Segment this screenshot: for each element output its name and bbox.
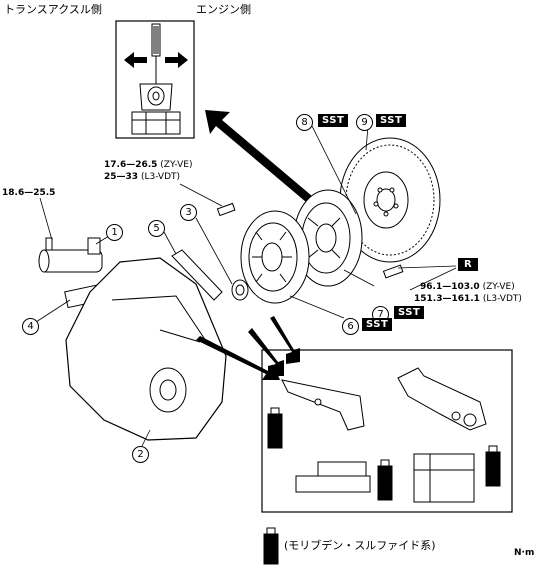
torque-top-value1: 17.6—26.5 [104, 160, 158, 170]
callout-3: 3 [180, 204, 197, 221]
housing-details [111, 295, 209, 413]
inset-right-label: エンジン側 [196, 3, 251, 16]
leader-lines [35, 125, 457, 447]
detail-fork-right [397, 367, 487, 431]
callout-8: 8 [296, 114, 313, 131]
sst-tag-7: SST [394, 306, 425, 319]
torque-top-line1: 17.6—26.5 (ZY-VE) [104, 160, 192, 171]
torque-top-value2: 25—33 [104, 172, 139, 182]
callout-6: 6 [342, 318, 359, 335]
clutch-disc [240, 210, 310, 304]
slave-cylinder [38, 237, 103, 273]
torque-top-line2: 25—33 (L3-VDT) [104, 172, 180, 183]
replace-tag: R [458, 258, 479, 271]
torque-bottom-value2: 151.3—161.1 [414, 294, 480, 304]
torque-bottom-note1: (ZY-VE) [482, 282, 515, 292]
callout-5: 5 [148, 220, 165, 237]
release-bearing [231, 279, 249, 301]
torque-top-note2: (L3-VDT) [140, 172, 181, 182]
sst-tag-6: SST [362, 318, 393, 331]
inset-arrows [124, 52, 188, 68]
clutch-cover [293, 189, 363, 287]
torque-slave-cylinder: 18.6—25.5 [2, 188, 55, 199]
callout-1: 1 [106, 224, 123, 241]
inset-drawing [131, 23, 181, 135]
callout-4: 4 [22, 318, 39, 335]
callout-2: 2 [132, 446, 149, 463]
grease-cans [263, 407, 501, 565]
detail-housing [413, 453, 475, 503]
sst-tag-8: SST [318, 114, 349, 127]
detail-arrows [196, 316, 300, 380]
unit-label: N·m [514, 548, 535, 558]
callout-9: 9 [356, 114, 373, 131]
sst-tag-9: SST [376, 114, 407, 127]
inset-left-label: トランスアクスル側 [4, 3, 102, 16]
torque-bottom-value1: 96.1—103.0 [420, 282, 480, 292]
torque-bottom-line2: 151.3—161.1 (L3-VDT) [414, 294, 522, 305]
big-arrow [205, 110, 312, 202]
torque-slave-value: 18.6—25.5 [2, 188, 56, 198]
torque-top-note1: (ZY-VE) [160, 160, 193, 170]
release-fork [171, 249, 223, 301]
bolts [45, 202, 404, 279]
torque-bottom-line1: 96.1—103.0 (ZY-VE) [420, 282, 515, 293]
grease-legend: (モリブデン・スルファイド系) [284, 539, 436, 552]
torque-bottom-note2: (L3-VDT) [482, 294, 522, 304]
detail-fork-left [281, 379, 371, 493]
